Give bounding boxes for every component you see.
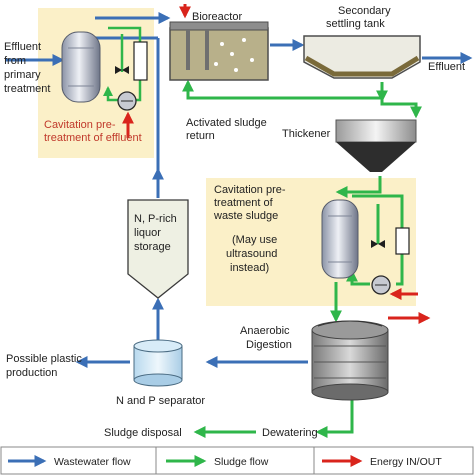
flow-thickener-to-cavitation [335, 176, 382, 198]
cavitation-reactor-icon [61, 31, 101, 103]
heat-exchanger-icon [133, 41, 148, 81]
sludge-disposal-label: Sludge disposal [104, 427, 182, 439]
ultrasound-note-label: (May use ultrasound instead) [226, 234, 280, 274]
flow-to-thickener [380, 98, 422, 119]
legend-energy-label: Energy IN/OUT [370, 456, 442, 468]
legend-sludge-label: Sludge flow [214, 456, 269, 468]
flow-digester-to-dewatering [315, 396, 354, 438]
anaerobic-label: Anaerobic Digestion [240, 325, 293, 351]
sludge-valve-icon [371, 240, 385, 248]
anaerobic-digester [311, 320, 389, 401]
np-separator-label: N and P separator [116, 395, 205, 407]
pump-icon [117, 91, 137, 111]
settling-tank-label: Secondary settling tank [326, 5, 394, 30]
sludge-heat-exchanger-icon [395, 227, 410, 255]
flow-cavitation-loop-top [352, 194, 404, 230]
valve-icon [115, 66, 129, 74]
cavitation-sludge-label: Cavitation pre- treatment of waste sludg… [213, 184, 289, 222]
dewatering-label: Dewatering [262, 427, 318, 439]
flow-activated-sludge-return [182, 79, 382, 100]
plastic-label: Possible plastic production [6, 353, 85, 379]
settling-tank [303, 35, 421, 79]
flow-liquor-to-inlet [95, 36, 160, 170]
effluent-loop-return [103, 86, 118, 102]
bioreactor-tank [169, 21, 269, 81]
thickener-label: Thickener [282, 128, 331, 140]
legend: Wastewater flow Sludge flow Energy IN/OU… [0, 446, 474, 475]
sludge-cavitation-reactor-icon [321, 199, 359, 279]
effluent-out-label: Effluent [428, 61, 465, 73]
activated-sludge-label: Activated sludge return [186, 117, 270, 142]
legend-wastewater-label: Wastewater flow [54, 456, 131, 468]
flow-cavitation-loop-right [396, 250, 404, 286]
sludge-pump-icon [371, 275, 391, 295]
cavitation-effluent-label: Cavitation pre- treatment of effluent [44, 119, 142, 144]
bioreactor-label: Bioreactor [192, 11, 242, 23]
effluent-loop-right [136, 80, 142, 102]
thickener [335, 119, 417, 172]
flow-pump-return [346, 269, 370, 286]
effluent-in-label: Effluent from primary treatment [4, 41, 50, 95]
np-separator [133, 339, 183, 387]
liquor-storage-label: N, P-rich liquor storage [134, 213, 180, 253]
effluent-loop-top [108, 26, 142, 42]
liquor-storage-tank [127, 199, 189, 299]
